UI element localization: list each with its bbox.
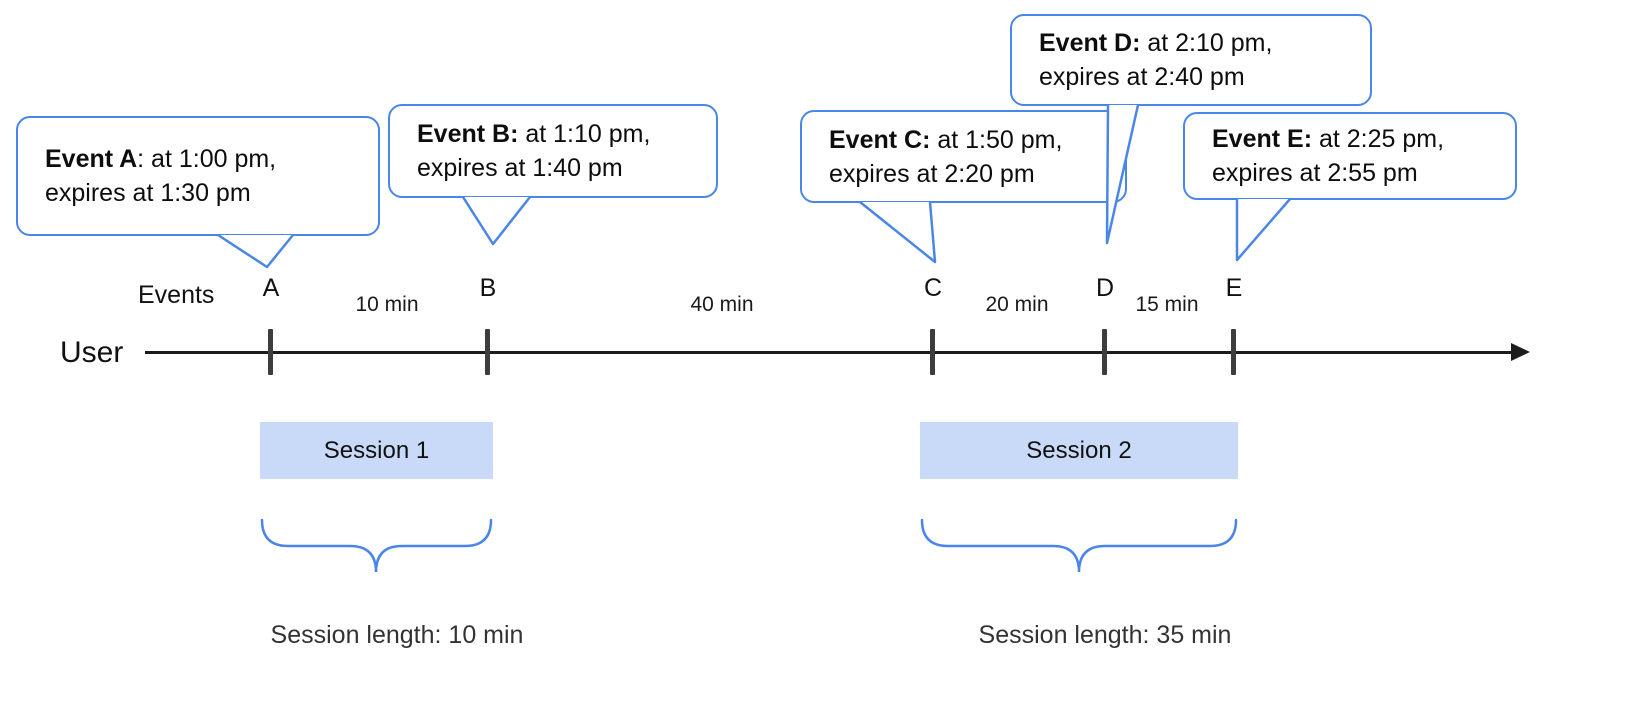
- event-e-time: at 2:25 pm,: [1312, 125, 1445, 153]
- event-c-line2: expires at 2:20 pm: [829, 159, 1035, 188]
- event-c-callout: Event C: at 1:50 pm, expires at 2:20 pm: [800, 110, 1127, 203]
- event-c-callout-tail: [859, 200, 937, 263]
- tick-event-e: [1231, 329, 1236, 375]
- event-a-line2: expires at 1:30 pm: [45, 179, 251, 207]
- event-e-callout: Event E: at 2:25 pm, expires at 2:55 pm: [1183, 112, 1517, 200]
- event-d-letter: D: [1095, 274, 1115, 302]
- event-b-time: at 1:10 pm,: [518, 120, 651, 148]
- event-d-time: at 2:10 pm,: [1140, 29, 1273, 57]
- event-c-line1: Event C: at 1:50 pm,: [829, 123, 1107, 157]
- event-b-line1: Event B: at 1:10 pm,: [417, 117, 698, 151]
- event-e-line2: expires at 2:55 pm: [1212, 159, 1418, 187]
- event-b-letter: B: [479, 274, 497, 302]
- event-e-callout-tail: [1235, 197, 1291, 261]
- interval-c-d: 20 min: [985, 293, 1049, 316]
- session-1-box: Session 1: [260, 422, 493, 479]
- event-e-title: Event E:: [1212, 125, 1313, 153]
- event-b-title: Event B:: [417, 120, 519, 148]
- tick-event-c: [930, 329, 935, 375]
- event-e-line1: Event E: at 2:25 pm,: [1212, 122, 1497, 156]
- tick-event-a: [268, 329, 273, 375]
- event-a-title: Event A: [45, 145, 138, 173]
- interval-b-c: 40 min: [690, 293, 754, 316]
- interval-a-b: 10 min: [355, 293, 419, 316]
- event-c-title: Event C:: [829, 125, 931, 154]
- event-d-callout: Event D: at 2:10 pm, expires at 2:40 pm: [1010, 14, 1372, 106]
- event-a-callout-tail: [217, 233, 294, 268]
- interval-d-e: 15 min: [1135, 293, 1199, 316]
- event-b-callout-tail: [461, 195, 531, 245]
- event-a-letter: A: [262, 274, 280, 302]
- event-b-line2: expires at 1:40 pm: [417, 154, 623, 182]
- event-d-line1: Event D: at 2:10 pm,: [1039, 26, 1352, 60]
- event-b-callout: Event B: at 1:10 pm, expires at 1:40 pm: [388, 104, 718, 198]
- event-a-time: : at 1:00 pm,: [137, 145, 277, 173]
- timeline-arrowhead-icon: [1511, 343, 1530, 361]
- event-e-letter: E: [1225, 274, 1243, 302]
- event-c-time: at 1:50 pm,: [930, 125, 1063, 154]
- event-d-line2: expires at 2:40 pm: [1039, 63, 1245, 91]
- session-2-length-label: Session length: 35 min: [978, 621, 1232, 649]
- tick-event-b: [485, 329, 490, 375]
- event-d-title: Event D:: [1039, 29, 1141, 57]
- event-c-letter: C: [923, 274, 943, 302]
- session-1-length-label: Session length: 10 min: [270, 621, 524, 649]
- session-2-brace: [920, 518, 1238, 573]
- user-axis-label: User: [60, 336, 124, 369]
- timeline-line: [145, 351, 1517, 354]
- tick-event-d: [1102, 329, 1107, 375]
- event-d-callout-tail: [1105, 104, 1140, 244]
- event-a-callout: Event A: at 1:00 pm, expires at 1:30 pm: [16, 116, 380, 236]
- events-axis-label: Events: [138, 281, 215, 309]
- session-2-box: Session 2: [920, 422, 1238, 479]
- event-a-line1: Event A: at 1:00 pm,: [45, 142, 360, 176]
- session-1-brace: [260, 518, 493, 573]
